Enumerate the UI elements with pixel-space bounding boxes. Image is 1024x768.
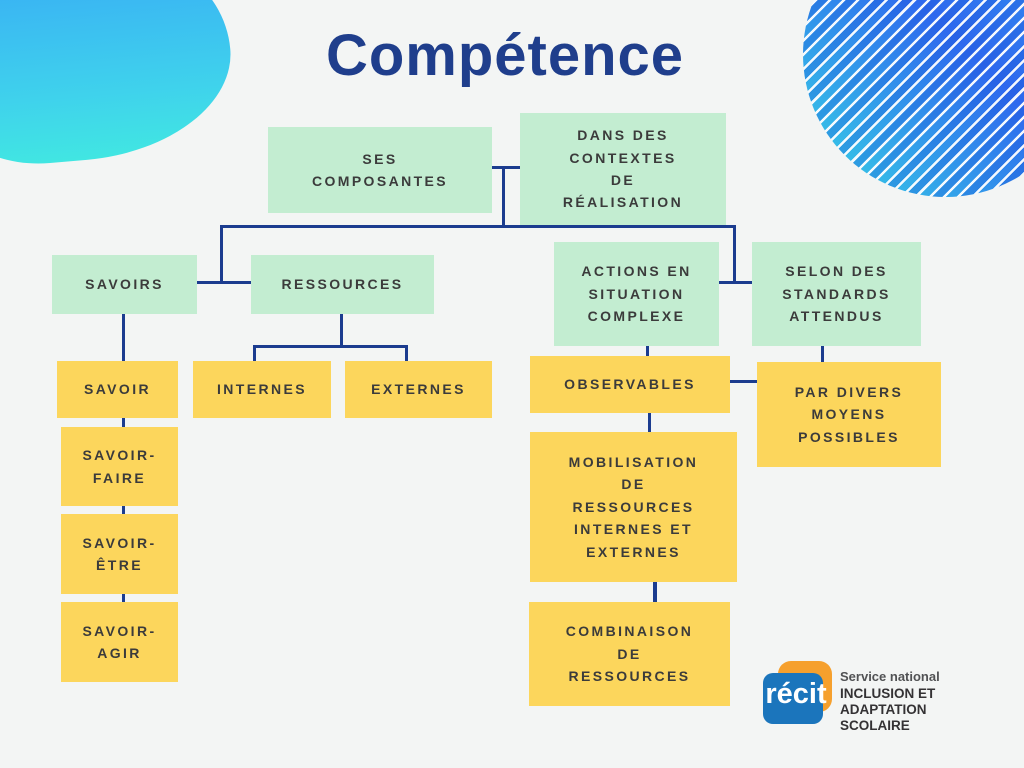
- node-standards-attendus: SELON DES STANDARDS ATTENDUS: [752, 242, 921, 346]
- connector-observables-mobilisation: [648, 412, 651, 433]
- node-mobilisation-ressources: MOBILISATION DE RESSOURCES INTERNES ET E…: [530, 432, 737, 582]
- connector-savoirfaire-savoiretre: [122, 505, 125, 514]
- connector-top-vertical: [502, 166, 505, 227]
- connector-ressources-branch: [253, 345, 408, 348]
- node-savoirs: SAVOIRS: [52, 255, 197, 314]
- connector-savoiretre-savoiragir: [122, 593, 125, 602]
- node-par-divers-moyens: PAR DIVERS MOYENS POSSIBLES: [757, 362, 941, 467]
- connector-standards-pardivers: [821, 345, 824, 363]
- connector-right-branch-vertical: [733, 225, 736, 283]
- node-externes: EXTERNES: [345, 361, 492, 418]
- logo-service-label: Service national: [840, 669, 940, 684]
- page-title: Compétence: [325, 23, 685, 88]
- logo-department-line2: SCOLAIRE: [840, 717, 910, 733]
- recit-logo: récit Service national INCLUSION ET ADAP…: [757, 655, 1017, 733]
- logo-blue-square: [763, 673, 823, 724]
- connector-savoirs-ressources: [197, 281, 251, 284]
- logo-text-block: Service national INCLUSION ET ADAPTATION…: [840, 669, 1017, 734]
- connector-left-branch-vertical: [220, 225, 223, 283]
- connector-mobilisation-combinaison: [653, 581, 657, 603]
- node-ressources: RESSOURCES: [251, 255, 434, 314]
- node-savoir-etre: SAVOIR- ÊTRE: [61, 514, 178, 594]
- node-internes: INTERNES: [193, 361, 331, 418]
- node-savoir-agir: SAVOIR- AGIR: [61, 602, 178, 682]
- node-actions-situation-complexe: ACTIONS EN SITUATION COMPLEXE: [554, 242, 719, 346]
- connector-externes-drop: [405, 345, 408, 362]
- connector-top-horizontal: [491, 166, 521, 169]
- connector-internes-drop: [253, 345, 256, 362]
- logo-acronym: récit: [765, 678, 827, 710]
- node-observables: OBSERVABLES: [530, 356, 730, 413]
- node-savoir-faire: SAVOIR- FAIRE: [61, 427, 178, 506]
- connector-actions-observables: [646, 345, 649, 357]
- logo-department-line1: INCLUSION ET ADAPTATION: [840, 686, 936, 717]
- connector-actions-standards: [719, 281, 752, 284]
- connector-ressources-down: [340, 313, 343, 348]
- node-ses-composantes: SES COMPOSANTES: [268, 127, 492, 213]
- connector-savoir-savoirfaire: [122, 417, 125, 427]
- node-savoir: SAVOIR: [57, 361, 178, 418]
- connector-observables-pardivers: [729, 380, 757, 383]
- connector-savoirs-savoir: [122, 313, 125, 361]
- connector-main-horizontal: [220, 225, 736, 228]
- node-contextes-de-realisation: DANS DES CONTEXTES DE RÉALISATION: [520, 113, 726, 225]
- node-combinaison-ressources: COMBINAISON DE RESSOURCES: [529, 602, 730, 706]
